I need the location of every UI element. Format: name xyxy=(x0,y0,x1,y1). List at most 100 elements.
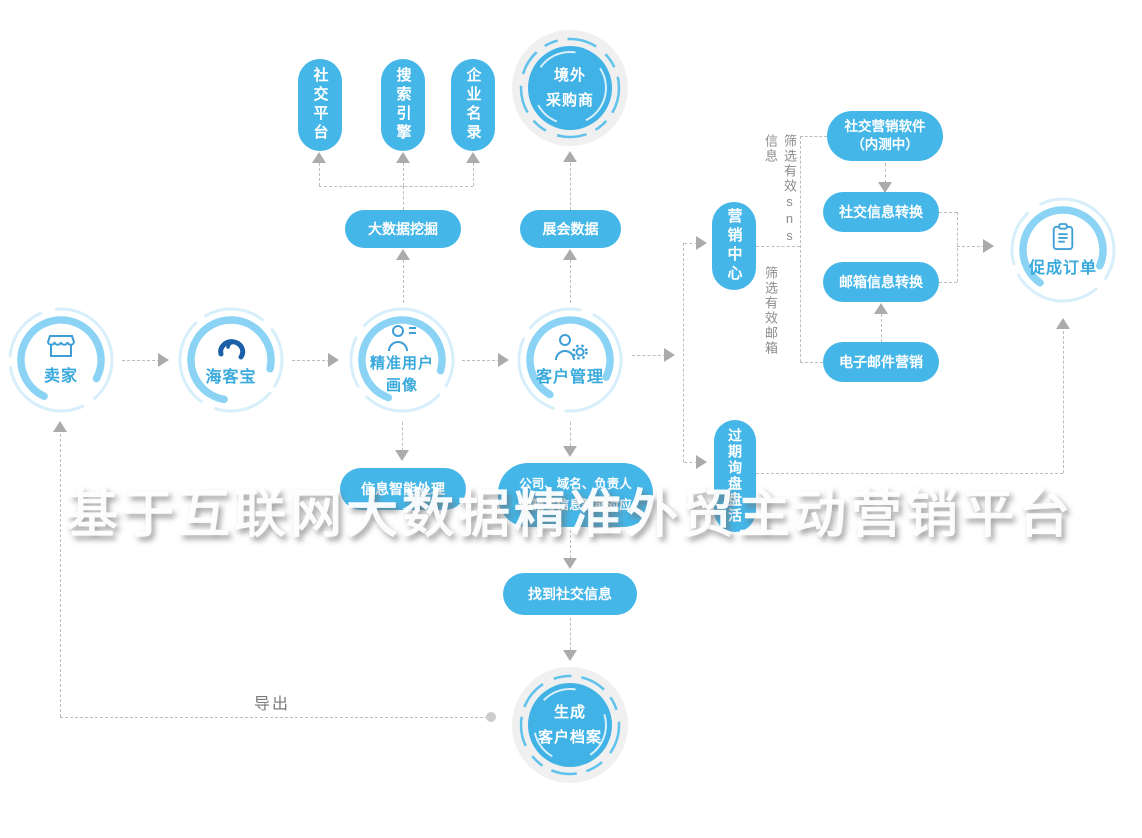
dashed-line xyxy=(632,355,666,356)
arrowhead-right-icon xyxy=(696,455,707,469)
dashed-line xyxy=(684,243,698,244)
node-label: 营销中心 xyxy=(725,208,743,284)
dashed-line xyxy=(570,422,571,446)
node-company-info: 公司、域名、负责人 邮箱等信息智能对应 xyxy=(498,463,653,527)
clipboard-icon xyxy=(1052,223,1074,251)
node-seller: 卖家 xyxy=(1,300,121,420)
node-big-data-mining: 大数据挖掘 xyxy=(345,210,461,248)
dashed-line xyxy=(683,243,684,462)
dashed-line xyxy=(684,462,698,463)
node-email-marketing: 电子邮件营销 xyxy=(823,342,939,382)
arrowhead-right-icon xyxy=(664,348,675,362)
node-label-line: 公司、域名、负责人 xyxy=(519,477,632,491)
dashed-line xyxy=(570,163,571,210)
circle-ring-decoration xyxy=(1010,197,1116,303)
dashed-line xyxy=(570,260,571,303)
node-label: 企业名录 xyxy=(464,67,482,143)
node-label: 展会数据 xyxy=(542,221,599,237)
dashed-line xyxy=(957,246,985,247)
arrowhead-up-icon xyxy=(563,151,577,162)
node-user-profile: 精准用户 画像 xyxy=(342,300,462,420)
dashed-line xyxy=(885,163,886,183)
dashed-line xyxy=(939,212,957,213)
node-exhibition-data: 展会数据 xyxy=(520,210,621,248)
endpoint-dot xyxy=(486,712,496,722)
node-label: 邮箱信息转换 xyxy=(839,274,923,290)
dashed-line xyxy=(462,360,500,361)
arrowhead-up-icon xyxy=(1056,318,1070,329)
haikebao-logo-icon xyxy=(218,339,246,360)
node-search-engine: 搜索引擎 xyxy=(381,59,425,151)
arrowhead-down-icon xyxy=(878,182,892,193)
arrowhead-right-icon xyxy=(696,236,707,250)
node-social-info-conversion: 社交信息转换 xyxy=(823,192,939,232)
dashed-line xyxy=(570,618,571,650)
circle-ring-decoration xyxy=(512,667,628,783)
dashed-line xyxy=(800,136,827,137)
node-email-info-conversion: 邮箱信息转换 xyxy=(823,262,939,302)
arrowhead-right-icon xyxy=(158,353,169,367)
label-filter-sns: 筛选有效sns信息 xyxy=(763,134,797,245)
node-expired-inquiry: 过期询盘盘活 xyxy=(714,420,756,532)
node-label: 卖家 xyxy=(43,368,78,385)
arrowhead-up-icon xyxy=(874,303,888,314)
arrowhead-down-icon xyxy=(563,650,577,661)
node-info-processing: 信息智能处理 xyxy=(340,468,466,510)
dashed-line xyxy=(403,260,404,303)
node-label: 社交平台 xyxy=(311,67,329,143)
node-label-line: 邮箱等信息智能对应 xyxy=(519,498,632,512)
dashed-line xyxy=(60,717,488,718)
storefront-icon xyxy=(46,335,76,357)
dashed-line xyxy=(800,136,801,362)
circle-ring-decoration xyxy=(349,307,455,413)
node-close-order: 促成订单 xyxy=(1003,190,1123,310)
arrowhead-up-icon xyxy=(466,152,480,163)
dashed-line xyxy=(756,473,1063,474)
node-label: 电子邮件营销 xyxy=(839,354,923,370)
arrowhead-right-icon xyxy=(498,353,509,367)
node-label-line: 生成 xyxy=(553,704,586,721)
watermark-title: 基于互联网大数据精准外贸主动营销平台 xyxy=(66,486,1075,544)
user-equal-icon xyxy=(388,325,416,352)
dashed-line xyxy=(402,422,403,451)
dashed-line xyxy=(122,360,160,361)
node-label: 信息智能处理 xyxy=(361,481,445,497)
node-label: 找到社交信息 xyxy=(528,586,612,602)
label-filter-email: 筛选有效邮箱 xyxy=(763,266,778,356)
node-label: 海客宝 xyxy=(205,369,257,386)
arrowhead-up-icon xyxy=(563,249,577,260)
node-label-line: 客户档案 xyxy=(537,729,602,746)
dashed-line xyxy=(1063,331,1064,473)
arrowhead-up-icon xyxy=(396,249,410,260)
circle-ring-decoration xyxy=(512,30,628,146)
node-social-platform: 社交平台 xyxy=(298,59,342,151)
arrowhead-down-icon xyxy=(395,450,409,461)
dashed-line xyxy=(473,163,474,186)
arrowhead-down-icon xyxy=(563,558,577,569)
arrowhead-up-icon xyxy=(53,421,67,432)
node-label-line: 画像 xyxy=(385,377,418,394)
dashed-line xyxy=(756,246,800,247)
dashed-line xyxy=(957,212,958,282)
node-label-line: 采购商 xyxy=(545,92,594,109)
dashed-line xyxy=(800,362,823,363)
node-social-marketing-software: 社交营销软件 （内测中） xyxy=(827,111,943,161)
dashed-line xyxy=(60,434,61,717)
dashed-line xyxy=(319,186,473,187)
circle-ring-decoration xyxy=(178,307,284,413)
dashed-line xyxy=(881,314,882,342)
arrowhead-right-icon xyxy=(983,239,994,253)
arrowhead-up-icon xyxy=(396,152,410,163)
node-company-directory: 企业名录 xyxy=(451,59,495,151)
arrowhead-right-icon xyxy=(328,353,339,367)
dashed-line xyxy=(292,360,330,361)
dashed-line xyxy=(939,282,957,283)
dashed-line xyxy=(403,163,404,186)
node-label: 促成订单 xyxy=(1028,260,1097,277)
node-customer-management: 客户管理 xyxy=(510,300,630,420)
label-export: 导出 xyxy=(254,696,291,713)
user-gear-icon xyxy=(555,334,588,361)
dashed-line xyxy=(403,186,404,210)
node-label: 社交信息转换 xyxy=(839,204,923,220)
